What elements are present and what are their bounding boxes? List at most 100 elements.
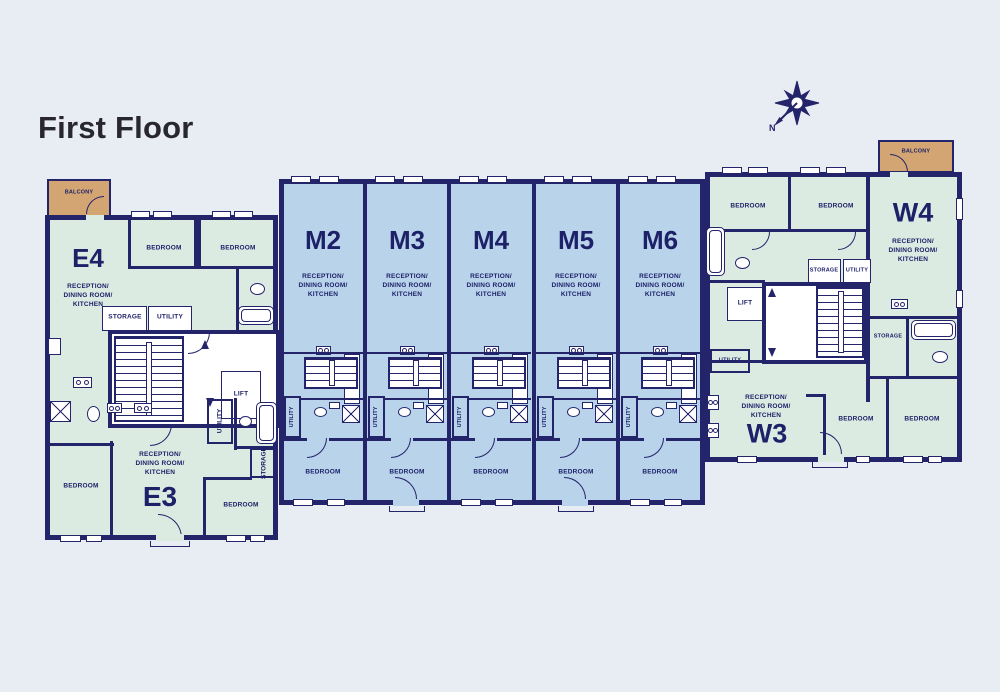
door-gap (818, 455, 844, 462)
room-label: STORAGE (873, 333, 903, 340)
room-label: RECEPTION/ DINING ROOM/ KITCHEN (63, 282, 113, 308)
closet (537, 396, 554, 438)
compass-icon: N (769, 80, 820, 132)
room-label: UTILITY (626, 406, 632, 428)
unit-label-e4: E4 (72, 243, 104, 273)
bathtub-icon (238, 306, 274, 325)
toilet-icon (250, 283, 265, 295)
closet (843, 259, 871, 283)
window (748, 167, 768, 174)
window (459, 176, 479, 183)
door-gap (156, 534, 184, 541)
appliance-icon (107, 403, 122, 413)
balcony-label: BALCONY (64, 189, 94, 196)
unit-label-w4: W4 (892, 197, 934, 228)
wall (128, 266, 278, 269)
room-label: BEDROOM (558, 468, 594, 476)
door-gap (562, 499, 588, 506)
wall (110, 441, 113, 536)
lift-label: LIFT (737, 299, 753, 307)
wall (447, 184, 451, 500)
room-label: BEDROOM (904, 415, 940, 423)
wall (236, 266, 239, 332)
stove-icon (653, 346, 668, 355)
stove-icon (400, 346, 415, 355)
window (226, 535, 246, 542)
stairs (472, 357, 526, 389)
wall (806, 394, 826, 397)
room-label: BEDROOM (389, 468, 425, 476)
unit-label-m2: M2 (304, 225, 342, 255)
room-label: RECEPTION/ DINING ROOM/ KITCHEN (551, 272, 601, 298)
unit-label-m5: M5 (557, 225, 595, 255)
toilet-icon (735, 257, 750, 269)
stairs (304, 357, 358, 389)
wall (823, 394, 826, 458)
wall (705, 229, 868, 232)
toilet-icon (651, 407, 664, 417)
stove-icon (316, 346, 331, 355)
page-title: First Floor (38, 110, 194, 145)
closet (284, 396, 301, 438)
window (656, 176, 676, 183)
wall (868, 316, 962, 319)
lift-label: LIFT (233, 390, 249, 398)
direction-arrow (206, 398, 214, 407)
window (131, 211, 150, 218)
toilet-icon (314, 407, 327, 417)
toilet-icon (567, 407, 580, 417)
wall (536, 352, 616, 354)
room-label: RECEPTION/ DINING ROOM/ KITCHEN (741, 393, 791, 419)
window (628, 176, 648, 183)
wall (582, 438, 616, 441)
closet (710, 349, 750, 373)
room-label: UTILITY (289, 406, 295, 428)
window (737, 456, 757, 463)
stove-icon (891, 299, 908, 309)
room-label: BEDROOM (838, 415, 874, 423)
wall (367, 438, 391, 441)
window (722, 167, 742, 174)
wall (616, 184, 620, 500)
window (212, 211, 231, 218)
direction-arrow (768, 288, 776, 297)
bathtub-icon (256, 402, 277, 444)
window (956, 198, 963, 220)
sink-icon (497, 402, 508, 409)
wall (666, 438, 700, 441)
window (153, 211, 172, 218)
window (495, 499, 513, 506)
closet (368, 396, 385, 438)
room-label: BEDROOM (818, 202, 854, 210)
wall (367, 352, 447, 354)
window (903, 456, 923, 463)
room-label: BEDROOM (146, 244, 182, 252)
window (375, 176, 395, 183)
room-label: BEDROOM (223, 501, 259, 509)
window (403, 176, 423, 183)
room-label: BEDROOM (642, 468, 678, 476)
unit-label-w3: W3 (746, 418, 788, 449)
wall (283, 438, 307, 441)
unit-label-e3: E3 (142, 481, 178, 512)
room-label: RECEPTION/ DINING ROOM/ KITCHEN (135, 450, 185, 476)
room-label: BEDROOM (305, 468, 341, 476)
toilet-icon (87, 406, 100, 422)
wall (906, 316, 909, 378)
window (293, 499, 313, 506)
window (250, 535, 265, 542)
appliance-icon (48, 338, 61, 355)
wall (203, 477, 252, 480)
room-label: UTILITY (216, 408, 224, 434)
unit-label-m6: M6 (641, 225, 679, 255)
wall (203, 477, 206, 537)
wall (554, 398, 616, 400)
wall (50, 443, 114, 446)
window (544, 176, 564, 183)
wall (497, 438, 531, 441)
unit-label-m3: M3 (388, 225, 426, 255)
window (800, 167, 820, 174)
room-label: BEDROOM (220, 244, 256, 252)
window (664, 499, 682, 506)
wall (363, 184, 367, 500)
